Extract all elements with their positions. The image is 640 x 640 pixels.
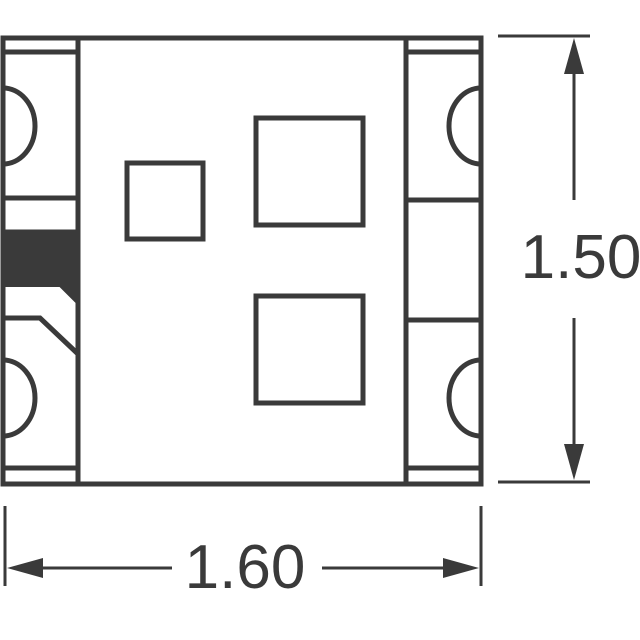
polarity-mark [2,231,79,307]
height-dimension-label: 1.50 [521,223,640,292]
width-dimension: 1.60 [3,506,483,602]
small-die-square [124,160,206,242]
upper-die-square [253,115,366,228]
lower-die-square [253,293,366,406]
left-castellation-bottom [2,357,38,439]
polarity-chamfer-line [3,315,80,356]
right-castellation-bottom [446,357,482,439]
width-arrow-left [7,558,43,578]
width-arrow-right [443,558,479,578]
left-castellation-top [2,85,38,167]
right-terminal-column [403,38,482,484]
height-arrow-top [564,38,584,74]
left-terminal-column [2,38,81,484]
width-dimension-label: 1.60 [185,533,306,602]
height-arrow-bottom [564,444,584,480]
height-dimension: 1.50 [498,34,640,484]
right-castellation-top [446,85,482,167]
package-body [0,35,484,487]
